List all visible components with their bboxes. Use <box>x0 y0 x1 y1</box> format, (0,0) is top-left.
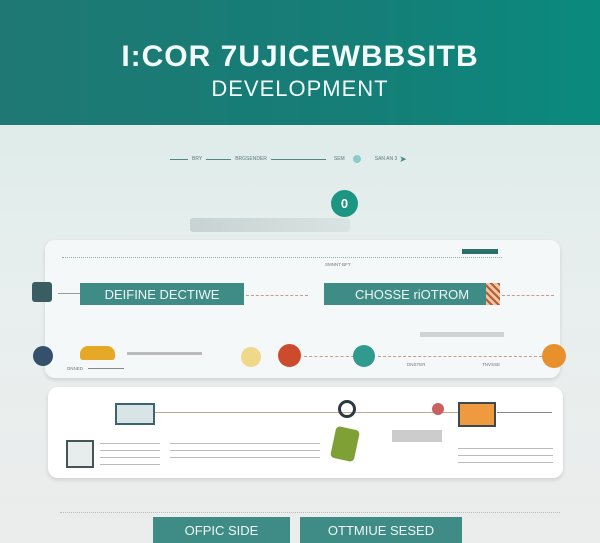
blurred-text <box>420 332 504 337</box>
divider <box>60 512 560 513</box>
laptop-icon <box>66 440 94 468</box>
arrow-connector <box>497 412 552 413</box>
bug-icon <box>432 403 444 415</box>
nav-line <box>270 158 326 160</box>
caption: SMNNT BFT <box>325 262 351 267</box>
document-icon <box>32 282 52 302</box>
step-badge: 0 <box>331 190 358 217</box>
progress-bar <box>462 249 498 254</box>
label: DNSTER <box>407 362 426 367</box>
folder-icon <box>80 346 115 360</box>
connector <box>58 293 80 294</box>
target-icon <box>353 345 375 367</box>
label: DNNED <box>67 366 84 371</box>
dollar-icon <box>278 344 301 367</box>
nav-item[interactable]: SAN AN 3 <box>374 156 398 162</box>
process-nav: BRY BRGSENDER SEM SAN AN 3 ➤ <box>170 152 450 166</box>
connector <box>502 295 554 296</box>
header-banner <box>0 0 600 125</box>
banner-define-objective[interactable]: DEIFINE DECTIWE <box>80 283 244 305</box>
nav-item[interactable]: BRY <box>192 156 203 162</box>
idea-icon <box>542 344 566 368</box>
nav-item[interactable]: SEM <box>333 156 345 162</box>
banner-choose-platform[interactable]: CHOSSE riOTROM <box>324 283 500 305</box>
connector <box>378 356 542 357</box>
blurred-text <box>127 352 202 355</box>
refresh-icon <box>338 400 356 418</box>
divider <box>62 257 502 258</box>
nav-item[interactable]: BRGSENDER <box>235 156 267 162</box>
nav-dot-icon <box>352 155 361 163</box>
blurred-text <box>100 440 160 468</box>
blurred-bar <box>190 218 350 232</box>
nav-line <box>206 158 232 160</box>
monitor-icon <box>115 403 155 425</box>
document-list-icon <box>458 402 496 427</box>
hand-icon <box>241 347 261 367</box>
panel-strategy <box>45 240 560 378</box>
user-icon <box>33 346 53 366</box>
page-title: I:COR 7UJICEWBBSITB <box>121 40 479 73</box>
label: TNVSSE <box>482 362 501 367</box>
optimize-seo-button[interactable]: OTTMIUE SESED <box>300 517 462 543</box>
optimize-side-button[interactable]: OFPIC SIDE <box>153 517 290 543</box>
arrow-connector <box>88 368 124 369</box>
blurred-text <box>458 445 553 465</box>
chart-icon <box>392 430 442 442</box>
connector <box>304 356 354 357</box>
arrow-right-icon: ➤ <box>399 153 407 164</box>
pencil-icon <box>486 283 500 305</box>
timeline-line <box>150 412 480 413</box>
blurred-text <box>170 440 320 458</box>
connector <box>246 295 308 296</box>
nav-line <box>170 158 188 160</box>
page-subtitle: DEVELOPMENT <box>211 76 389 101</box>
